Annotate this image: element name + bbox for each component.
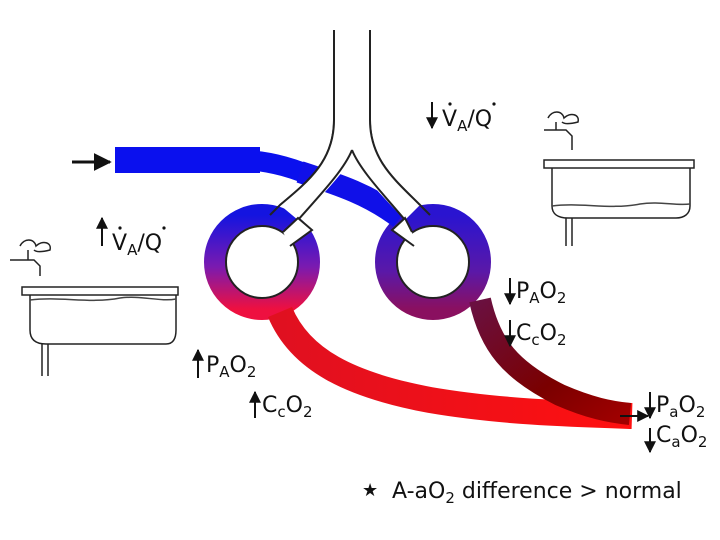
left-cco2-label: CcO2: [262, 393, 313, 421]
arterial-pao2-label: PaO2: [656, 393, 705, 421]
right-cco2-label: CcO2: [516, 321, 567, 349]
dot-accent-icon: [118, 226, 121, 229]
footer-caption: A-aO2 difference > normal: [392, 479, 682, 507]
right-basin-icon: [544, 112, 694, 246]
star-icon: ★: [362, 480, 378, 501]
dot-accent-icon: [162, 226, 165, 229]
left-pao2-label: PAO2: [206, 353, 256, 381]
left-basin-icon: [10, 240, 178, 376]
arterial-cao2-label: CaO2: [656, 423, 707, 451]
right-pao2-label: PAO2: [516, 279, 566, 307]
dot-accent-icon: [492, 102, 495, 105]
dot-accent-icon: [448, 102, 451, 105]
ventilation-perfusion-ratio-left: VA/Q: [112, 231, 162, 259]
ventilation-perfusion-ratio-right: VA/Q: [442, 107, 492, 135]
